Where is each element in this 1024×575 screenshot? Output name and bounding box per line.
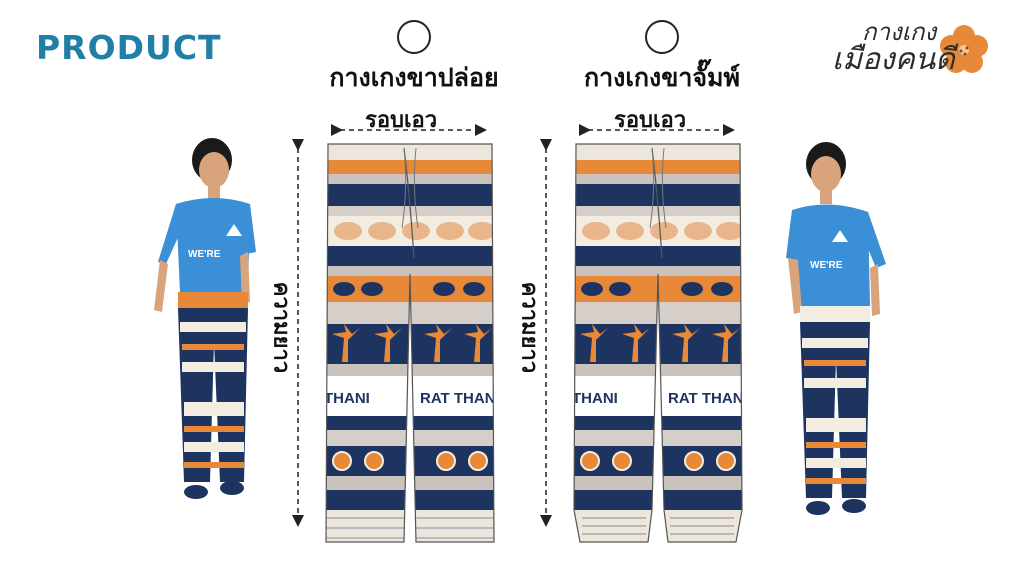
brand-logo-text: กางเกง เมืองคนดี xyxy=(832,18,962,77)
product-name-1: กางเกงขาปล่อย xyxy=(329,63,499,92)
page-title: PRODUCT xyxy=(36,28,222,67)
model-photo-left: WE'RE xyxy=(154,138,256,499)
print-text-2b: RAT THANI xyxy=(668,390,744,407)
product-name-2: กางเกงขาจั๊มพ์ xyxy=(583,63,740,92)
model-photo-right: WE'RE xyxy=(786,142,886,515)
print-text-2a: THANI xyxy=(572,390,618,407)
select-circle-1[interactable] xyxy=(397,20,431,54)
print-text-1b: RAT THANI xyxy=(420,390,496,407)
logo-line-1: กางเกง xyxy=(862,18,937,46)
loose-pants-illustration: THANI RAT THANI xyxy=(324,143,496,543)
svg-text:WE'RE: WE'RE xyxy=(810,260,843,271)
flower-icon xyxy=(940,25,988,73)
select-circle-2[interactable] xyxy=(645,20,679,54)
jogger-pants-illustration: THANI RAT THANI xyxy=(572,143,744,543)
shirt-print: WE'RE xyxy=(188,249,221,260)
logo-line-2: เมืองคนดี xyxy=(832,42,955,77)
brand-logo xyxy=(940,25,988,73)
print-text-1a: THANI xyxy=(324,390,370,407)
